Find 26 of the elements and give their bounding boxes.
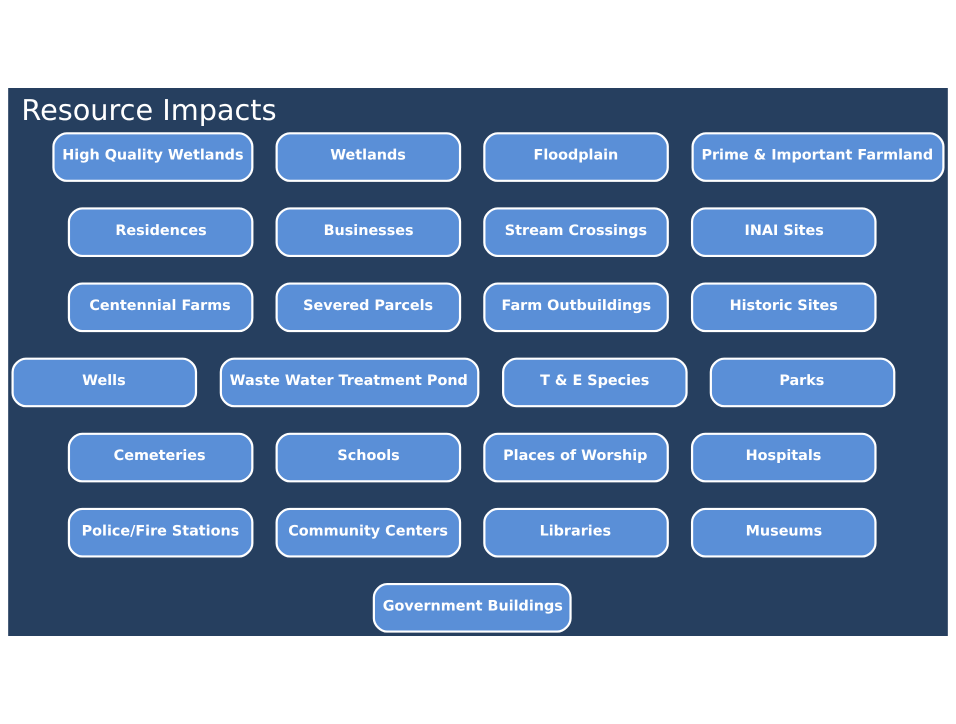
node-box: Wells bbox=[11, 358, 198, 408]
node-box: Wetlands bbox=[276, 132, 462, 182]
node-box: Hospitals bbox=[690, 432, 877, 482]
node-box: INAI Sites bbox=[690, 207, 877, 258]
node-box: T & E Species bbox=[502, 358, 688, 408]
node-box: Libraries bbox=[483, 508, 669, 558]
node-box: Residences bbox=[68, 207, 254, 258]
node-box: High Quality Wetlands bbox=[52, 132, 254, 182]
node-box: Parks bbox=[710, 358, 896, 408]
node-box: Museums bbox=[690, 508, 877, 558]
node-box: Waste Water Treatment Pond bbox=[220, 358, 480, 408]
node-box: Centennial Farms bbox=[68, 282, 254, 332]
node-box: Schools bbox=[276, 432, 462, 482]
diagram-title: Resource Impacts bbox=[21, 92, 277, 127]
node-box: Historic Sites bbox=[690, 282, 877, 332]
node-box: Community Centers bbox=[276, 508, 462, 558]
node-box: Prime & Important Farmland bbox=[692, 132, 945, 182]
node-box: Severed Parcels bbox=[276, 282, 462, 332]
node-box: Places of Worship bbox=[483, 432, 669, 482]
node-box: Stream Crossings bbox=[483, 207, 669, 258]
node-box: Farm Outbuildings bbox=[483, 282, 669, 332]
node-box: Businesses bbox=[276, 207, 462, 258]
node-box: Police/Fire Stations bbox=[68, 508, 254, 558]
node-box: Government Buildings bbox=[372, 582, 572, 633]
node-box: Floodplain bbox=[483, 132, 669, 182]
node-box: Cemeteries bbox=[68, 432, 254, 482]
